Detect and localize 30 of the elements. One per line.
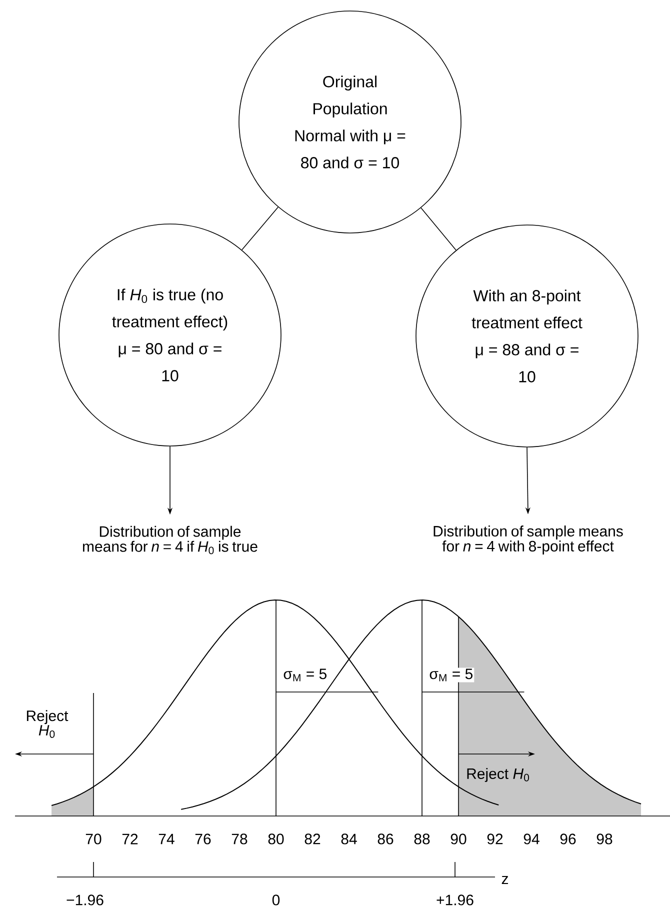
circle-node: With an 8-point treatment effect μ = 88 and σ = 10: [416, 224, 638, 448]
tick-label: 74: [158, 834, 174, 844]
z-value-label: 0: [272, 894, 280, 906]
tick-label: 78: [232, 834, 248, 844]
caption-text: Distribution of sample means for n = 4 with 8-point effect: [434, 526, 623, 554]
tick-label: 90: [450, 834, 466, 844]
tick-label: 72: [122, 834, 138, 844]
axis-label: z: [502, 876, 508, 884]
tick-label: 86: [378, 834, 394, 844]
tick-label: 96: [560, 834, 576, 844]
tick-label: 88: [414, 834, 430, 844]
tick-label: 94: [524, 834, 540, 844]
tick-label: 82: [304, 834, 320, 844]
region-label: Reject H$_{0}$: [26, 710, 68, 738]
region-label: Reject H$_{0}$: [467, 768, 530, 782]
tick-label: 80: [268, 834, 284, 844]
tick-label: 84: [341, 834, 357, 844]
sigma-label: σ$_{M}$ = 5: [282, 668, 328, 682]
sigma-label: σ$_{M}$ = 5: [428, 668, 474, 682]
tick-label: 98: [596, 834, 612, 844]
caption-text: Distribution of sample means for n = 4 if H$_{0}$ is true: [83, 526, 258, 554]
tick-label: 76: [195, 834, 211, 844]
tick-label: 92: [487, 834, 503, 844]
connector-line: [420, 207, 456, 251]
circle-node: Original Population Normal with μ = 80 and σ = 10: [238, 10, 462, 234]
connector-line: [242, 206, 278, 250]
tick-label: 70: [86, 834, 102, 844]
z-value-label: +1.96: [436, 894, 474, 906]
z-value-label: −1.96: [66, 894, 104, 906]
circle-node: If H$_{0}$ is true (no treatment effect) μ = 80 and σ = 10: [58, 224, 282, 446]
